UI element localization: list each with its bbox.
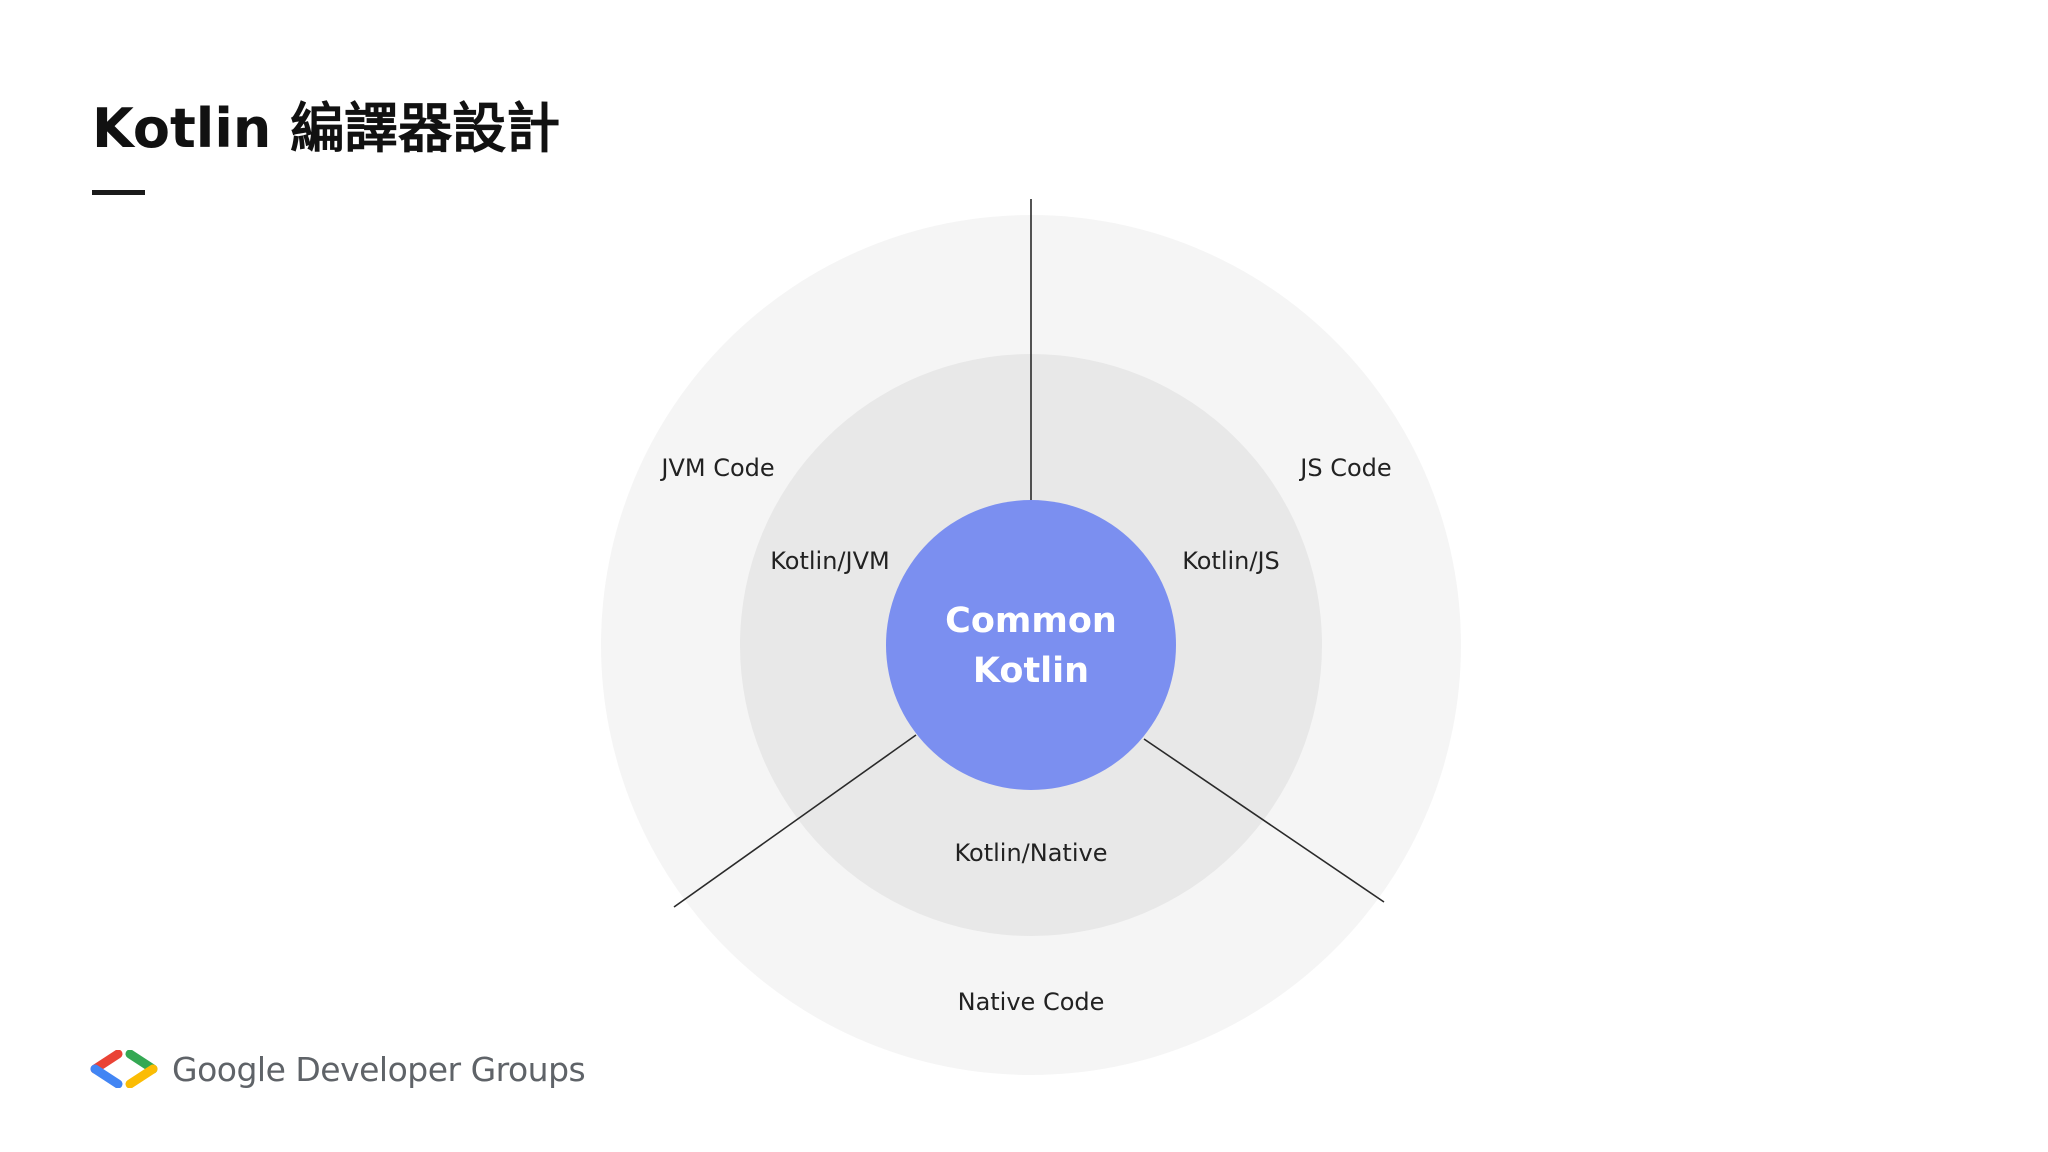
slide-title: Kotlin 編譯器設計 bbox=[92, 97, 561, 160]
label-kotlin-native: Kotlin/Native bbox=[955, 839, 1108, 867]
label-kotlin-js: Kotlin/JS bbox=[1182, 547, 1280, 575]
gdg-brackets-icon bbox=[90, 1050, 158, 1088]
label-kotlin-jvm: Kotlin/JVM bbox=[770, 547, 889, 575]
label-js-code: JS Code bbox=[1298, 454, 1391, 482]
center-label-line1: Common bbox=[945, 601, 1117, 641]
label-native-code: Native Code bbox=[958, 988, 1105, 1016]
center-label-line2: Kotlin bbox=[973, 651, 1089, 691]
title-underline bbox=[92, 190, 145, 195]
gdg-logo: Google Developer Groups bbox=[88, 1046, 586, 1092]
divider-bottom-right bbox=[1143, 738, 1385, 903]
gdg-logo-text: Google Developer Groups bbox=[172, 1049, 586, 1089]
label-jvm-code: JVM Code bbox=[659, 454, 774, 482]
divider-bottom-left bbox=[673, 734, 917, 908]
center-circle bbox=[886, 500, 1176, 790]
